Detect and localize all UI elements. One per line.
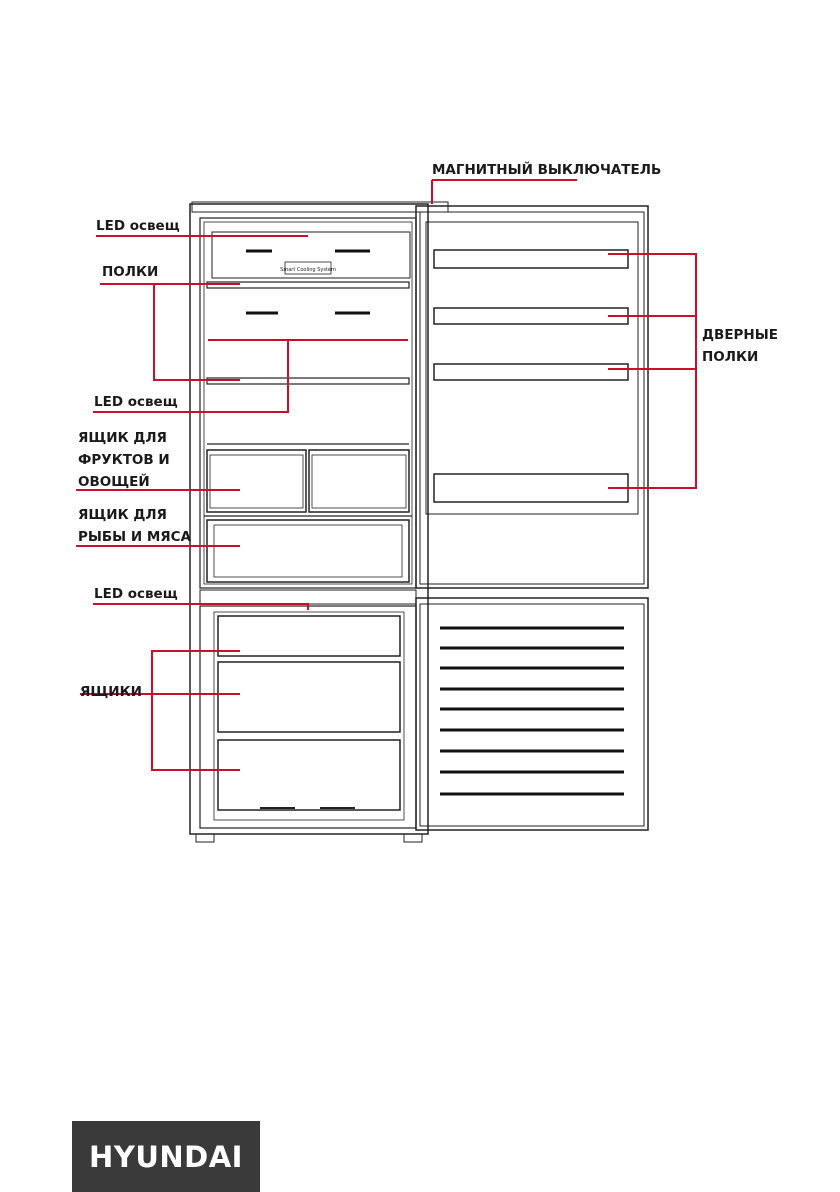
label-led-bottom: LED освещ: [94, 585, 178, 603]
door-shelf-2: [434, 308, 628, 324]
door-shelf-3: [434, 364, 628, 380]
freezer-drawer-2: [218, 662, 400, 732]
freezer-drawer-3: [218, 740, 400, 810]
fish-drawer: [207, 520, 409, 582]
door-shelf-1: [434, 250, 628, 268]
hyundai-logo: HYUNDAI: [72, 1121, 260, 1192]
fruit-drawer-left: [207, 450, 306, 512]
label-led-top: LED освещ: [96, 217, 180, 235]
label-led-mid: LED освещ: [94, 393, 178, 411]
control-panel-text: Smart Cooling System: [280, 267, 336, 273]
logo-text: HYUNDAI: [72, 1121, 260, 1192]
label-shelves: ПОЛКИ: [102, 263, 158, 281]
label-drawers: ЯЩИКИ: [80, 683, 142, 701]
label-fish-drawer: ЯЩИК ДЛЯ РЫБЫ И МЯСА: [78, 504, 191, 548]
door-shelf-4: [434, 474, 628, 502]
fridge-door: [416, 206, 648, 588]
label-door-shelves: ДВЕРНЫЕ ПОЛКИ: [702, 324, 778, 368]
label-magnetic-switch: МАГНИТНЫЙ ВЫКЛЮЧАТЕЛЬ: [432, 161, 661, 179]
freezer-drawer-1: [218, 616, 400, 656]
label-fruit-drawer: ЯЩИК ДЛЯ ФРУКТОВ И ОВОЩЕЙ: [78, 427, 170, 493]
fruit-drawer-right: [309, 450, 409, 512]
